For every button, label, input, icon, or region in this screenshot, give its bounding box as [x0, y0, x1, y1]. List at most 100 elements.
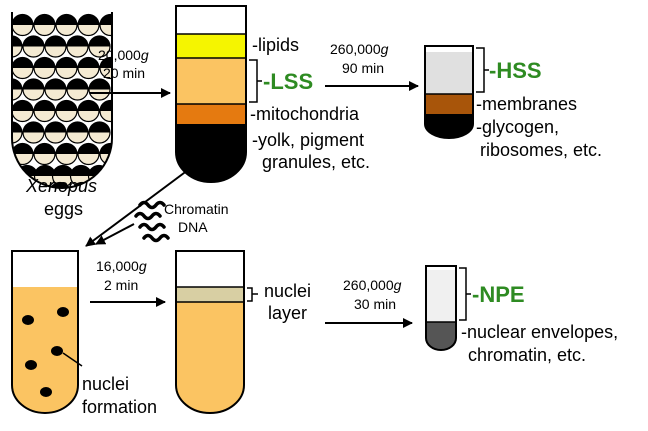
chromatin-squiggles — [134, 200, 170, 243]
hss-label: -HSS — [489, 58, 542, 83]
tube1-lss-layer — [176, 58, 246, 104]
tube2-hss-bracket — [476, 47, 489, 93]
egg — [88, 78, 111, 101]
nucleus-dot — [57, 307, 69, 317]
egg — [55, 13, 78, 37]
egg — [88, 35, 111, 58]
tube2-glycogen-label-line2: ribosomes, etc. — [480, 140, 602, 160]
tube1-lipids-layer — [176, 34, 246, 58]
egg — [33, 56, 56, 80]
tube5-empty-top — [426, 266, 456, 270]
lss-label: -LSS — [263, 69, 313, 94]
egg — [12, 78, 23, 101]
nucleus-dot — [25, 360, 37, 370]
tube5-pellet-layer — [426, 322, 456, 350]
tube2-membranes-layer — [425, 94, 473, 114]
npe-label: -NPE — [472, 282, 525, 307]
tube2-glycogen-label-line1: -glycogen, — [476, 117, 559, 137]
egg — [12, 142, 34, 166]
egg — [12, 56, 34, 80]
tube3 — [11, 250, 79, 414]
egg — [12, 35, 23, 58]
egg — [33, 99, 56, 123]
tube3-outline — [11, 250, 79, 414]
tube3-empty-top — [12, 251, 78, 287]
tube4-outline — [175, 250, 245, 414]
tube5-npe-bracket — [459, 267, 471, 321]
tube1-lss-bracket — [249, 59, 262, 103]
egg — [44, 35, 67, 58]
tube3-label-line1: nuclei — [82, 374, 129, 394]
tube5 — [425, 265, 457, 351]
tube1-lipids-label: -lipids — [252, 35, 299, 55]
eggs-tube-outline — [11, 12, 113, 189]
chromatin-label-line1: Chromatin — [164, 201, 229, 217]
tube2-hss-layer — [425, 52, 473, 94]
tube1-mitochondria-layer — [176, 104, 246, 124]
egg — [55, 142, 78, 166]
tube2 — [424, 45, 474, 139]
tube1-outline — [175, 5, 247, 183]
tube4-empty-top — [176, 251, 244, 287]
chromatin-arrow — [95, 223, 135, 245]
tube4-label-line1: nuclei — [264, 281, 311, 301]
tube2-membranes-label: -membranes — [476, 94, 577, 114]
tube1-yolk-layer — [176, 124, 246, 182]
nucleus-dot — [40, 387, 52, 397]
tube2-glycogen-layer — [425, 114, 473, 138]
tube5-pellet-label-line2: chromatin, etc. — [468, 345, 586, 365]
step4-g-label: 260,000g — [343, 277, 402, 293]
egg — [66, 121, 89, 144]
tube1-yolk-label-line1: -yolk, pigment — [252, 130, 364, 150]
chromatin-label-line2: DNA — [178, 219, 208, 235]
tube3-label-line2: formation — [82, 397, 157, 417]
egg — [12, 99, 34, 123]
egg — [77, 13, 100, 37]
tube1-mitochondria-label: -mitochondria — [250, 104, 360, 124]
tube4 — [175, 250, 245, 414]
step1-time-label: 20 min — [103, 65, 145, 81]
egg — [33, 13, 56, 37]
tube4-label-line2: layer — [268, 303, 307, 323]
step4-time-label: 30 min — [354, 296, 396, 312]
tube1-yolk-label-line2: granules, etc. — [262, 152, 370, 172]
tube2-empty-top — [425, 46, 473, 52]
step3-g-label: 16,000g — [96, 258, 147, 274]
egg — [12, 121, 23, 144]
tube3-label-pointer — [62, 352, 83, 367]
tube5-pellet-label-line1: -nuclear envelopes, — [461, 322, 618, 342]
egg — [99, 13, 112, 37]
egg — [77, 142, 100, 166]
tube4-nuclei-bracket — [247, 287, 258, 302]
eggs-label-species: Xenopus — [25, 176, 97, 196]
egg — [66, 78, 89, 101]
tube1-empty-top — [176, 6, 246, 34]
tube4-extract-fill — [176, 302, 244, 413]
egg — [66, 35, 89, 58]
egg — [44, 121, 67, 144]
egg — [77, 56, 100, 80]
egg — [22, 121, 45, 144]
eggs-label: eggs — [44, 199, 83, 219]
egg — [22, 35, 45, 58]
egg — [55, 99, 78, 123]
step3-time-label: 2 min — [104, 277, 138, 293]
egg — [22, 78, 45, 101]
nucleus-dot — [51, 346, 63, 356]
tube5-npe-layer — [426, 270, 456, 322]
egg — [12, 13, 34, 37]
egg — [33, 142, 56, 166]
tube4-nuclei-layer — [176, 287, 244, 302]
step2-g-label: 260,000g — [330, 41, 389, 57]
egg — [77, 99, 100, 123]
nucleus-dot — [22, 315, 34, 325]
step2-time-label: 90 min — [342, 60, 384, 76]
tube2-outline — [424, 45, 474, 139]
egg — [99, 56, 112, 80]
lss-transfer-arrow — [85, 169, 189, 247]
egg — [99, 99, 112, 123]
tube5-outline — [425, 265, 457, 351]
egg — [88, 121, 111, 144]
egg — [55, 56, 78, 80]
